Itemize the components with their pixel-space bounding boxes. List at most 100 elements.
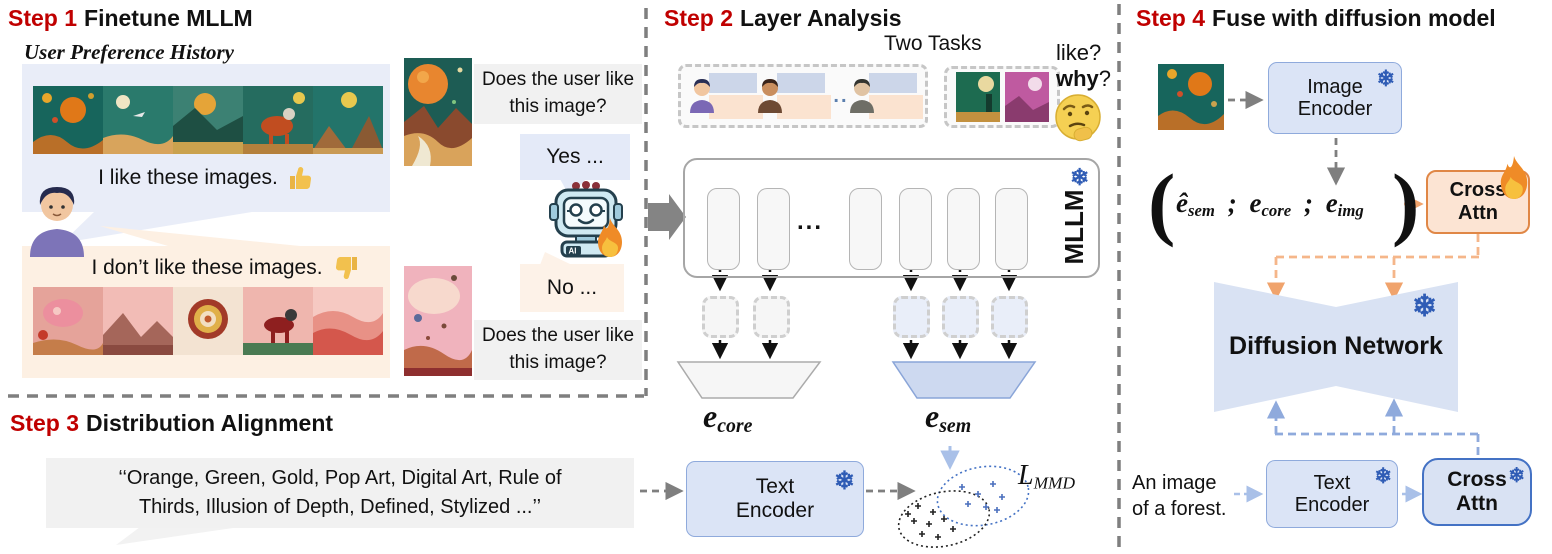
text-encoder-line2: Encoder [1294,494,1370,516]
cross-attn-line1: Cross [1449,179,1507,201]
text-encoder-box-step3: Text Encoder ❄ [686,461,864,537]
svg-text:AI: AI [569,247,577,256]
loss-base: L [1018,460,1034,491]
quote-line-1: ‘‘Orange, Green, Gold, Pop Art, Digital … [118,467,562,489]
text-encoder-line2: Encoder [735,499,815,522]
no-bubble: No ... [520,264,624,312]
sem-feature-box-2 [942,296,979,338]
mllm-layer-6 [995,188,1028,270]
yes-bubble: Yes ... [520,134,630,180]
snowflake-icon: ❄ [1508,465,1525,487]
e-hat-sem: ê [1176,188,1188,218]
cross-attn-line2: Attn [1458,202,1498,224]
snowflake-icon: ❄ [1374,465,1392,488]
two-tasks-label: Two Tasks [884,32,982,55]
task2-images-box [944,66,1060,128]
sub-core: core [1261,201,1292,221]
user-sample-2 [757,71,832,121]
mllm-layer-1 [707,188,740,270]
disliked-query-image [404,266,472,376]
liked-image-5 [313,86,383,154]
fire-icon [594,218,626,258]
step4-label: Step 4 [1136,5,1206,31]
disliked-image-3 [173,287,243,355]
image-encoder-line2: Encoder [1297,98,1373,120]
step2-label: Step 2 [664,5,734,31]
reference-image [1158,64,1224,130]
why-qmark: ? [1098,66,1112,92]
thumbs-up-icon [289,167,311,189]
layer-ellipsis: ... [797,208,824,235]
e-core: e [1249,188,1262,218]
quote-line-2: Thirds, Illusion of Depth, Defined, Styl… [138,496,542,518]
user-sample-n [849,71,923,121]
tuple-paren-close: ) [1392,157,1420,248]
disliked-image-2 [103,287,173,355]
mllm-layer-4 [899,188,932,270]
disliked-image-4 [243,287,313,355]
e-core-sub: core [717,414,753,437]
semicolon: ; [1227,188,1237,218]
loss-sub: MMD [1033,473,1076,493]
mmd-loss-label: LMMD [1018,460,1075,493]
task1-users-box: ... [678,64,928,128]
snowflake-icon: ❄ [1376,66,1395,91]
e-core-label: ecore [703,398,752,438]
history-label: User Preference History [24,40,234,64]
answer-strip [868,73,917,93]
liked-image-row [33,86,383,154]
text-scatter-points [905,503,956,540]
mini-avatar-n [849,79,874,113]
answer-strip [709,73,757,93]
cross-attn-line1: Cross [1447,467,1507,491]
user-avatar [26,183,88,257]
snowflake-icon: ❄ [834,467,855,495]
sem-feature-box-1 [893,296,930,338]
core-feature-box-2 [753,296,790,338]
step3-label: Step 3 [10,410,80,436]
snowflake-icon: ❄ [1412,290,1438,323]
step1-name: Finetune MLLM [84,5,253,31]
liked-query-image [404,58,472,166]
liked-image-1 [33,86,103,154]
answer-strip [777,73,826,93]
text-encoder-line1: Text [755,475,795,499]
mllm-robot-icon: AI [548,180,624,258]
tuple-paren-open: ( [1148,157,1176,248]
dislike-statement: I don’t like these images. [60,250,390,286]
e-sem-label: esem [925,398,971,438]
answer-strip [709,95,763,119]
like-text: I like these images. [98,166,278,189]
text-cond-blue-path [1266,398,1480,457]
answer-strip [777,95,832,119]
e-sem-base: e [925,398,940,434]
like-question: like? [1056,40,1102,65]
fire-icon [1496,156,1532,200]
mllm-layer-5 [947,188,980,270]
liked-image-2 [103,86,173,154]
cross-attn-frozen-box: Cross Attn ❄ [1422,458,1532,526]
semicolon: ; [1303,188,1313,218]
sem-scatter-points [959,481,1005,513]
thumbs-down-icon [335,257,357,279]
e-sem-sub: sem [939,414,972,437]
step4-name: Fuse with diffusion model [1212,5,1496,31]
e-core-base: e [703,398,718,434]
sem-aggregator-trapezoid [891,361,1037,399]
mini-avatar-2 [758,79,783,113]
step2-name: Layer Analysis [740,5,902,31]
answer-strip [868,95,923,119]
sem-feature-box-3 [991,296,1028,338]
question-bubble-1: Does the user like this image? [474,64,642,124]
mini-avatar-1 [690,79,714,113]
user-sample-1 [689,71,763,121]
mllm-box: ... ❄ MLLM [683,158,1100,278]
why-question: why [1056,66,1099,92]
text-encoder-line1: Text [1313,471,1351,494]
keyword-quote-box: ‘‘Orange, Green, Gold, Pop Art, Digital … [46,458,634,528]
